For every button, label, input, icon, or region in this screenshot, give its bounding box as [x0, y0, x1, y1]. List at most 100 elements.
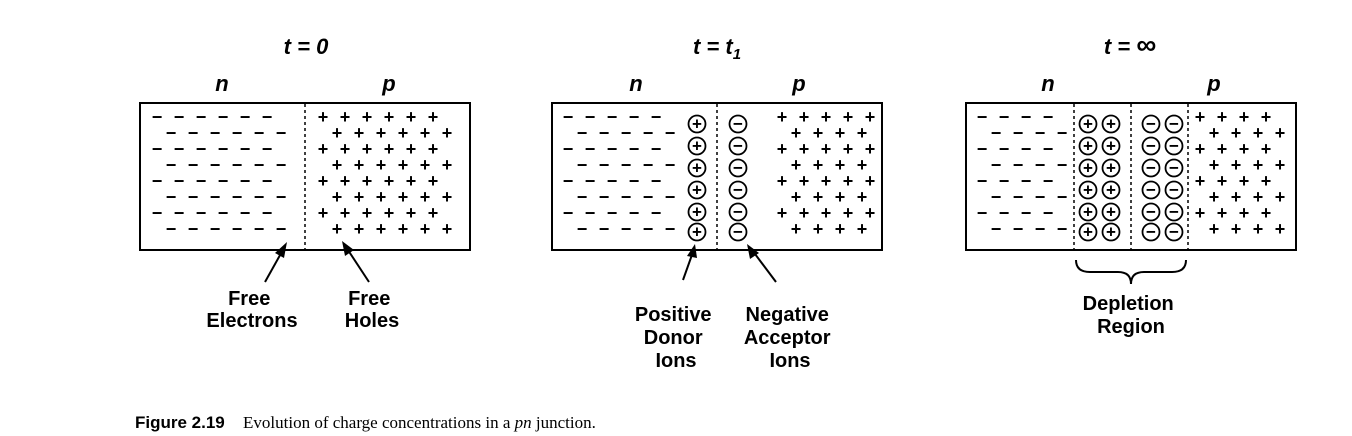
free-hole: + — [1209, 187, 1220, 207]
panel-t1: t = t1 n p −−−−−+++++−−−−−++++−−−−−+++++… — [551, 34, 883, 372]
free-hole: + — [1195, 107, 1206, 127]
positive-donor-ion-sign: + — [1106, 159, 1116, 178]
free-electron: − — [577, 219, 588, 239]
free-electron: − — [977, 139, 988, 159]
negative-acceptor-ion: − — [1141, 159, 1161, 178]
free-electron: − — [577, 187, 588, 207]
negative-acceptor-ion: − — [728, 181, 748, 200]
free-hole: + — [332, 155, 343, 175]
free-electron: − — [977, 171, 988, 191]
free-electron: − — [276, 219, 287, 239]
free-electron: − — [1043, 107, 1054, 127]
free-hole: + — [318, 139, 329, 159]
free-hole: + — [1275, 155, 1286, 175]
negative-acceptor-ion: − — [1141, 181, 1161, 200]
free-hole: + — [843, 171, 854, 191]
free-hole: + — [354, 187, 365, 207]
free-electron: − — [276, 187, 287, 207]
positive-donor-ion-sign: + — [1083, 159, 1093, 178]
free-electron: − — [232, 123, 243, 143]
free-electron: − — [232, 155, 243, 175]
free-electron: − — [563, 139, 574, 159]
n-region-label: n — [1041, 71, 1054, 96]
free-hole: + — [354, 155, 365, 175]
negative-acceptor-ion: − — [1141, 203, 1161, 222]
free-hole: + — [1261, 107, 1272, 127]
free-hole: + — [791, 155, 802, 175]
free-electron: − — [232, 187, 243, 207]
free-hole: + — [777, 139, 788, 159]
positive-donor-ion: + — [687, 115, 707, 134]
depletion-brace — [1075, 259, 1187, 285]
free-hole: + — [442, 123, 453, 143]
p-region-label: p — [381, 71, 395, 96]
free-hole: + — [1195, 203, 1206, 223]
free-hole: + — [442, 187, 453, 207]
free-electron: − — [152, 139, 163, 159]
free-electron: − — [1021, 171, 1032, 191]
free-electron: − — [607, 203, 618, 223]
free-electron: − — [651, 171, 662, 191]
free-electron: − — [607, 107, 618, 127]
free-hole: + — [835, 187, 846, 207]
free-electron: − — [621, 219, 632, 239]
free-hole: + — [821, 171, 832, 191]
free-electron: − — [665, 155, 676, 175]
free-hole: + — [318, 203, 329, 223]
free-hole: + — [362, 139, 373, 159]
free-hole: + — [1253, 219, 1264, 239]
free-hole: + — [1217, 171, 1228, 191]
free-hole: + — [791, 123, 802, 143]
free-electron: − — [1035, 219, 1046, 239]
positive-donor-ion-sign: + — [692, 159, 702, 178]
positive-donor-ion: + — [687, 159, 707, 178]
free-electron: − — [188, 155, 199, 175]
free-electron: − — [262, 203, 273, 223]
free-hole: + — [406, 171, 417, 191]
free-electron: − — [563, 203, 574, 223]
free-hole: + — [406, 203, 417, 223]
free-electron: − — [196, 203, 207, 223]
positive-donor-ion-sign: + — [1083, 115, 1093, 134]
free-electron: − — [977, 107, 988, 127]
free-electron: − — [188, 219, 199, 239]
free-hole: + — [1209, 155, 1220, 175]
free-electron: − — [651, 203, 662, 223]
positive-donor-ion-sign: + — [1083, 203, 1093, 222]
free-hole: + — [420, 187, 431, 207]
free-hole: + — [1275, 123, 1286, 143]
free-hole: + — [318, 171, 329, 191]
positive-donor-ion-sign: + — [692, 203, 702, 222]
free-electron: − — [218, 203, 229, 223]
free-hole: + — [799, 139, 810, 159]
free-electron: − — [1057, 155, 1068, 175]
positive-donor-ion: + — [1101, 137, 1121, 156]
free-hole: + — [340, 203, 351, 223]
free-hole: + — [398, 219, 409, 239]
free-hole: + — [865, 107, 876, 127]
positive-donor-ion: + — [1101, 203, 1121, 222]
junction-box — [139, 102, 471, 251]
free-electron: − — [210, 219, 221, 239]
negative-acceptor-ion: − — [728, 203, 748, 222]
free-electron: − — [1043, 139, 1054, 159]
negative-acceptor-ion-sign: − — [1146, 159, 1156, 178]
free-hole: + — [1195, 171, 1206, 191]
positive-donor-ion: + — [1078, 159, 1098, 178]
negative-acceptor-ion: − — [1164, 203, 1184, 222]
free-electron: − — [991, 155, 1002, 175]
negative-acceptor-ion: − — [728, 115, 748, 134]
free-hole: + — [799, 171, 810, 191]
free-electron: − — [621, 187, 632, 207]
positive-donor-ion: + — [687, 223, 707, 242]
positive-donor-ion: + — [1101, 115, 1121, 134]
free-electron: − — [218, 107, 229, 127]
free-hole: + — [865, 203, 876, 223]
panel-tinf: t = ∞ n p −−−−++++−−−−++++−−−−++++−−−−++… — [965, 29, 1297, 338]
free-electron: − — [196, 171, 207, 191]
free-hole: + — [1275, 219, 1286, 239]
free-hole: + — [332, 219, 343, 239]
free-electron: − — [240, 171, 251, 191]
free-hole: + — [813, 187, 824, 207]
positive-donor-ion-sign: + — [1083, 181, 1093, 200]
